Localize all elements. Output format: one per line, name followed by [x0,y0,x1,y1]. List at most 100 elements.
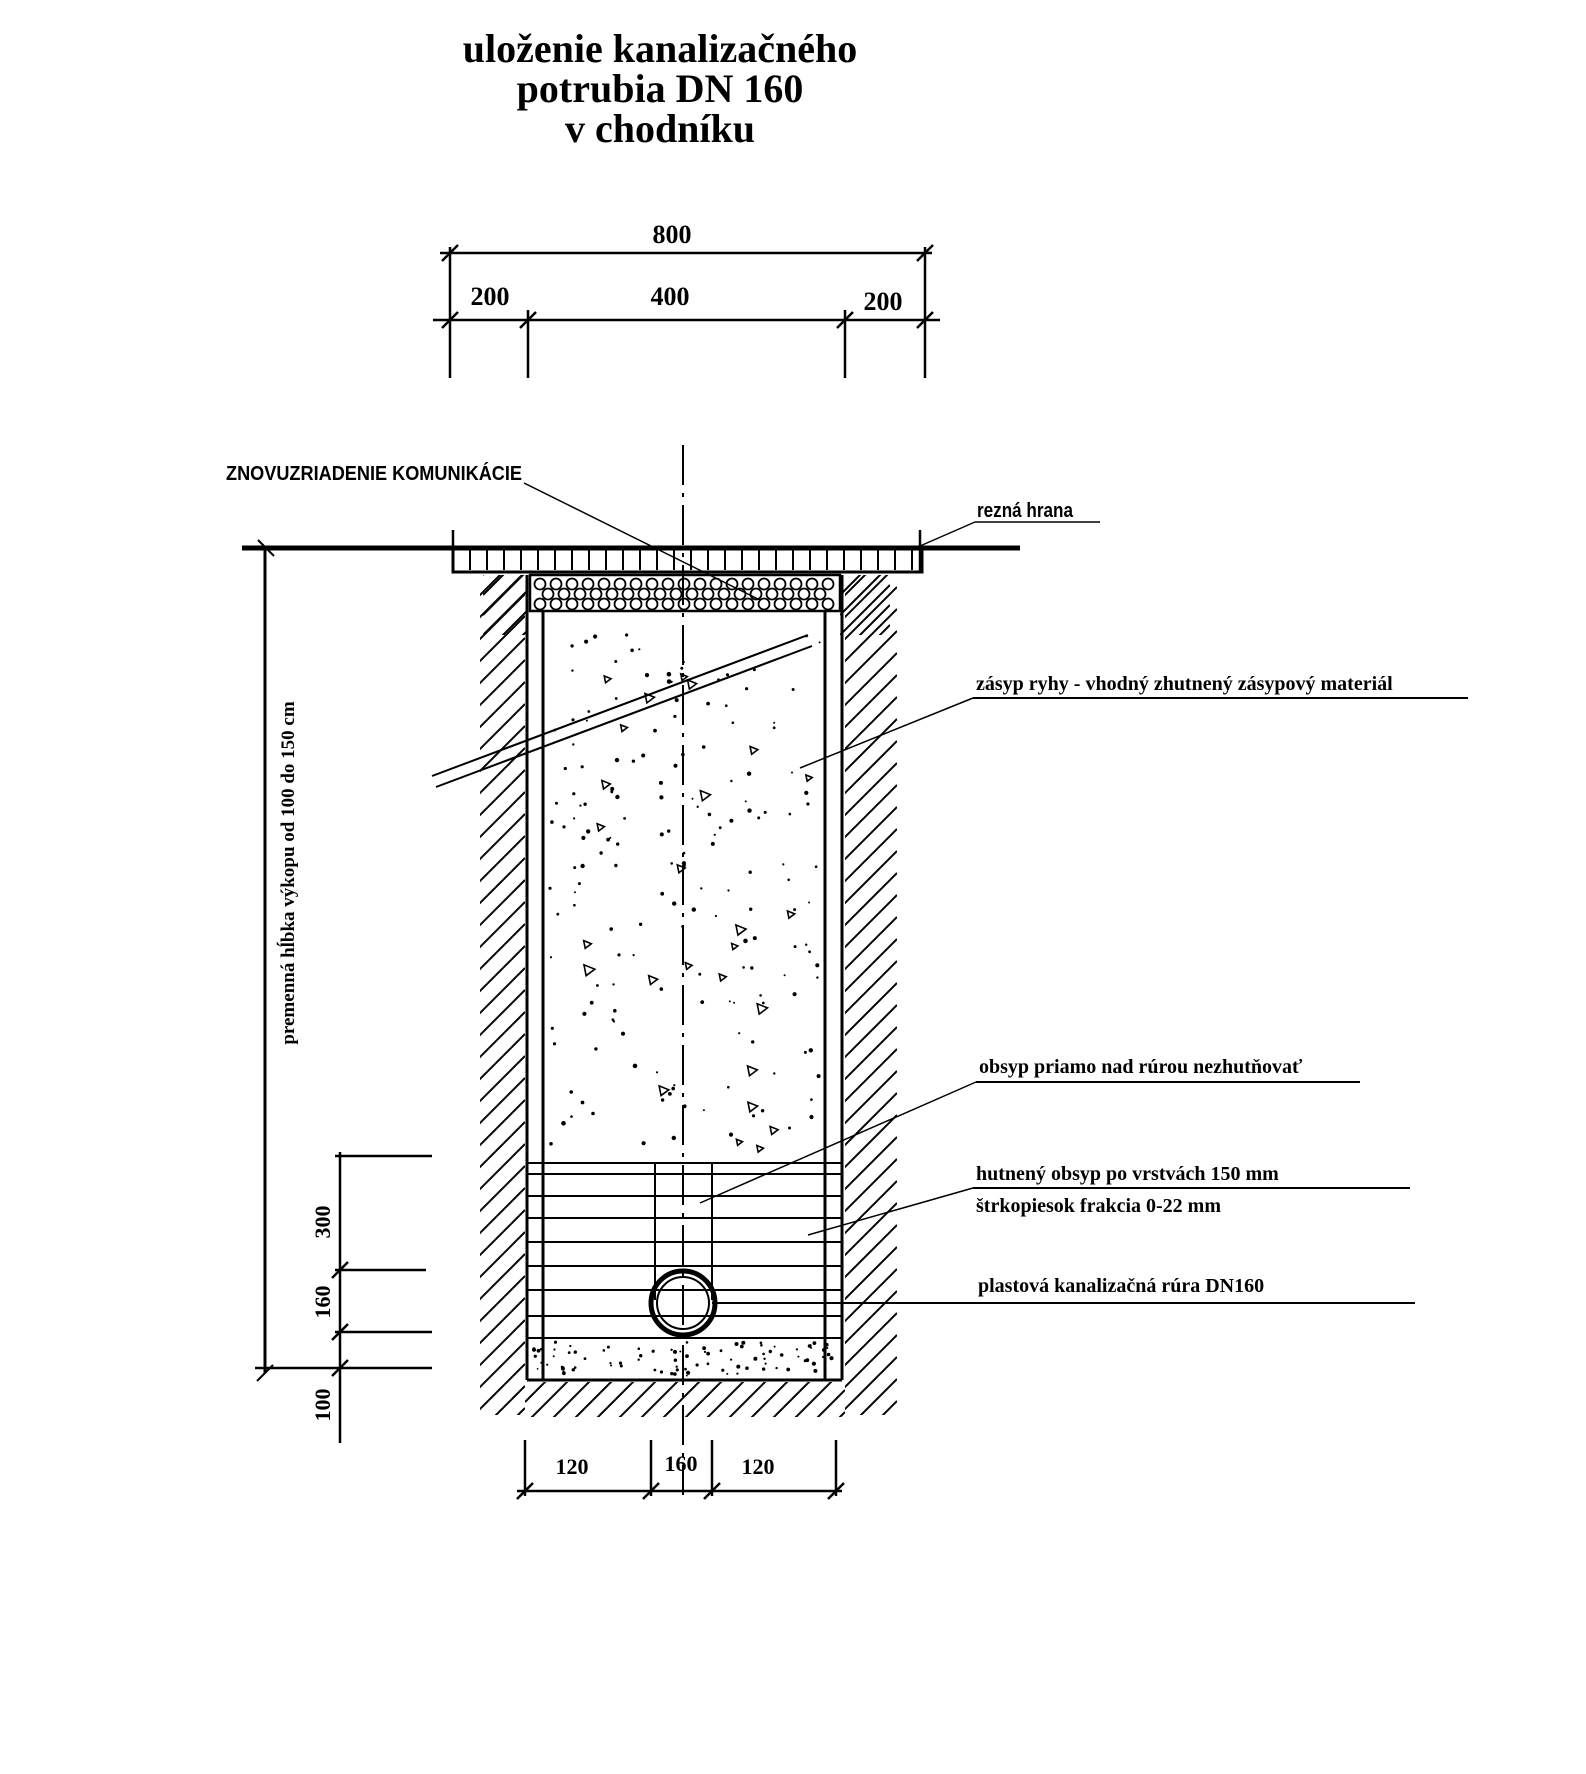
aggregate-circle [757,577,771,591]
aggregate-circle [789,597,803,611]
sand-grain [606,1345,610,1349]
backfill-grain [609,927,613,931]
backfill-grain [713,833,716,836]
aggregate-circle [645,577,659,591]
backfill-grain [738,1032,741,1035]
hatch-line [480,637,525,685]
backfill-grain [616,842,620,846]
aggregate-circle [573,587,587,601]
aggregate-circle [709,577,723,591]
hatch-line [845,1070,897,1125]
hatch-line [845,1092,897,1147]
aggregate-circle [757,597,771,611]
hatch-line [845,784,897,839]
hatch-line [794,1382,833,1417]
backfill-grain [671,1135,676,1141]
backfill-stone [769,1125,780,1136]
hatch-line [483,575,525,616]
sand-grain [719,1349,723,1353]
sand-grain [763,1357,766,1361]
sand-grain [824,1342,829,1347]
label-trench-backfill: zásyp ryhy - vhodný zhutnený zásypový ma… [976,673,1393,695]
hatch-line [881,1400,897,1415]
backfill-grain [725,704,728,707]
sand-grain [685,1341,689,1344]
hatch-line [480,835,525,883]
backfill-grain [752,668,756,672]
aggregate-circle [725,597,739,611]
backfill-grain [585,719,588,722]
sand-grain [797,1355,800,1358]
backfill-stone [749,745,760,756]
aggregate-circle [741,597,755,611]
backfill-grain [751,1040,755,1044]
backfill-grain [563,766,567,771]
aggregate-circle [749,587,763,601]
sand-grain [583,1357,587,1360]
backfill-grain [727,1085,730,1089]
backfill-grain [570,1115,573,1118]
backfill-stone [718,972,728,983]
aggregate-circle [613,577,627,591]
backfill-grain [710,841,715,846]
trench-wall-left [480,575,528,1415]
sand-grain [822,1355,825,1359]
sand-grain [532,1347,536,1352]
sand-grain [685,1374,688,1377]
backfill-grain [582,1011,587,1016]
hatch-line [684,1382,723,1417]
hatch-line [480,615,525,663]
hatch-line [480,989,525,1037]
dim-total-800: 800 [653,220,692,249]
hatch-line [845,850,897,905]
sand-grain [659,1370,664,1374]
backfill-grain [580,863,585,869]
hatch-line [845,740,897,795]
left-dimension-chain [255,1152,432,1443]
hatch-line [845,872,897,927]
hatch-line [859,1378,897,1415]
hatch-line [858,604,890,635]
backfill-grain [727,889,730,892]
sand-grain [768,1349,772,1354]
aggregate-circle [589,587,603,601]
backfill-grain [555,801,558,805]
backfill-grain [746,771,752,776]
backfill-grain [668,1092,672,1096]
backfill-grain [691,797,694,800]
aggregate-circle [661,597,675,611]
backfill-grain [666,679,672,684]
hatch-line [845,1158,897,1213]
dim-right-200: 200 [864,287,903,316]
sand-grain [602,1349,606,1352]
backfill-grain [787,878,790,882]
sand-grain [822,1348,826,1352]
backfill-grain [631,759,636,763]
aggregate-circle [773,577,787,591]
sand-grain [673,1372,677,1376]
backfill-grain [615,794,620,800]
hatch-line [480,813,525,861]
backfill-stone [684,961,694,971]
aggregate-circle [565,577,579,591]
hatch-line [480,791,525,839]
backfill-stone [679,672,689,682]
dim-bottom-pipe-160: 160 [665,1451,698,1476]
hatch-line [845,1312,897,1367]
trench-outline [525,575,844,1382]
sand-grain [562,1371,566,1376]
aggregate-circle [629,577,643,591]
backfill-grain [761,1001,765,1005]
backfill-grain [702,1109,705,1112]
backfill-grain [673,714,677,719]
backfill-grain [671,1086,675,1091]
backfill-grain [674,698,679,703]
sand-grain [571,1368,575,1372]
backfill-grain [773,721,776,724]
aggregate-circle [533,577,547,591]
sand-grain [539,1348,543,1351]
backfill-grain [655,1071,659,1074]
backfill-grain [730,779,733,783]
sand-grain [805,1358,810,1363]
backfill-stone [686,678,699,691]
